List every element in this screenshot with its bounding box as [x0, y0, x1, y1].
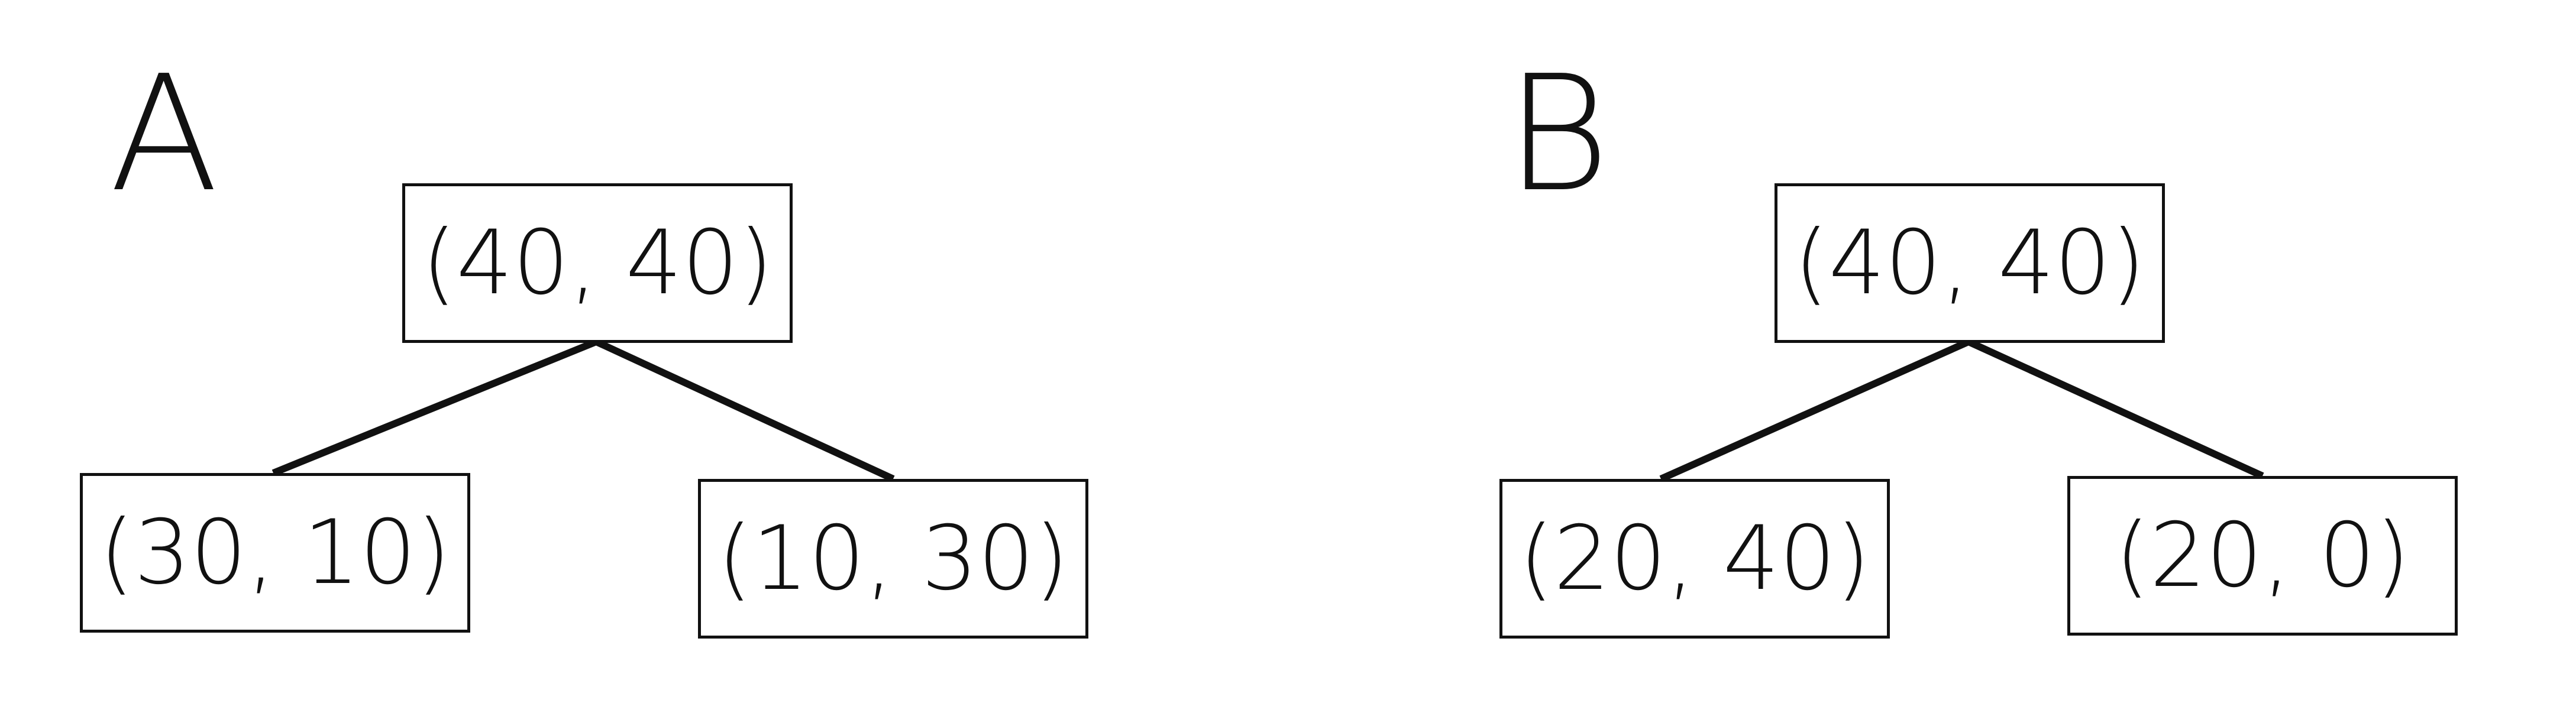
- tree-b-left-value: (20, 40): [1518, 507, 1871, 610]
- panel-label-a: A: [109, 41, 219, 227]
- tree-a-root-node: (40, 40): [402, 183, 793, 343]
- tree-b-right-node: (20, 0): [2067, 476, 2458, 636]
- panel-label-b: B: [1505, 41, 1610, 227]
- tree-b-left-node: (20, 40): [1499, 479, 1890, 639]
- tree-a-root-value: (40, 40): [421, 212, 774, 315]
- tree-b-right-value: (20, 0): [2115, 504, 2410, 607]
- tree-a-right-node: (10, 30): [698, 479, 1088, 639]
- edge-a-root-left: [272, 338, 598, 477]
- edge-a-root-right: [594, 338, 895, 482]
- tree-b-root-node: (40, 40): [1775, 183, 2165, 343]
- tree-a-left-value: (30, 10): [99, 501, 451, 604]
- tree-a-right-value: (10, 30): [717, 507, 1069, 610]
- tree-b-root-value: (40, 40): [1793, 212, 2146, 315]
- edge-b-root-left: [1659, 338, 1970, 482]
- edge-b-root-right: [1967, 338, 2264, 480]
- tree-a-left-node: (30, 10): [80, 473, 470, 633]
